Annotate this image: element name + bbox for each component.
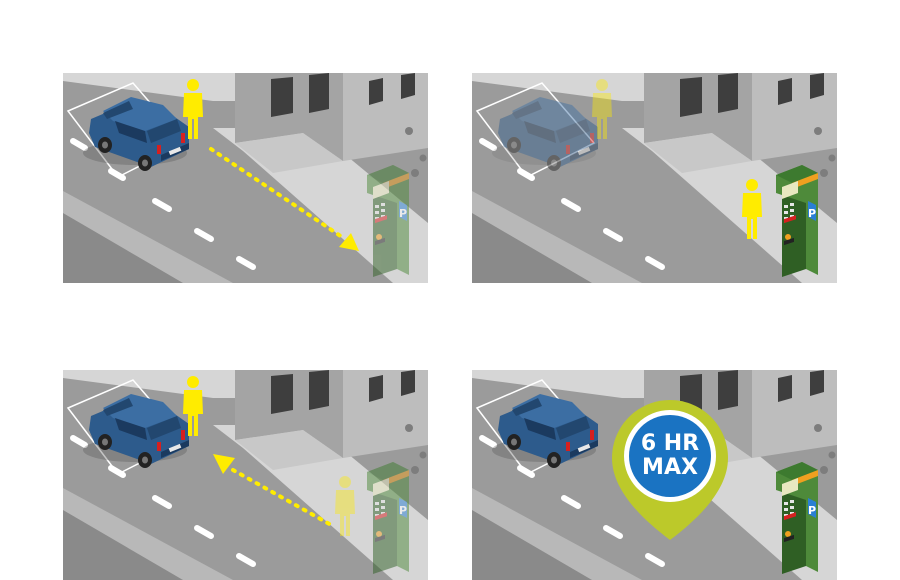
parking-meter-icon: P	[367, 462, 409, 574]
pin-line-1: 6 HR	[641, 431, 699, 456]
parking-meter-icon: P	[776, 165, 818, 277]
panel-pay-at-meter: P	[472, 73, 837, 283]
meter-sign-letter: P	[808, 504, 816, 517]
meter-sign-letter: P	[399, 207, 407, 220]
panel-return-to-car: P	[63, 370, 428, 580]
parking-meter-icon: P	[367, 165, 409, 277]
scene-walk-to-meter: P	[63, 73, 428, 283]
scene-return-to-car: P	[63, 370, 428, 580]
panel-time-limit: P 6 HR MAX	[472, 370, 837, 580]
meter-sign-letter: P	[808, 207, 816, 220]
scene-pay-at-meter: P	[472, 73, 837, 283]
meter-sign-letter: P	[399, 504, 407, 517]
dotted-arrow-icon	[213, 454, 335, 528]
dotted-arrow-icon	[209, 147, 359, 251]
map-pin-icon: 6 HR MAX	[612, 400, 728, 540]
pin-line-2: MAX	[642, 455, 698, 480]
scene-time-limit: P 6 HR MAX	[472, 370, 837, 580]
panel-walk-to-meter: P	[63, 73, 428, 283]
parking-meter-icon: P	[776, 462, 818, 574]
